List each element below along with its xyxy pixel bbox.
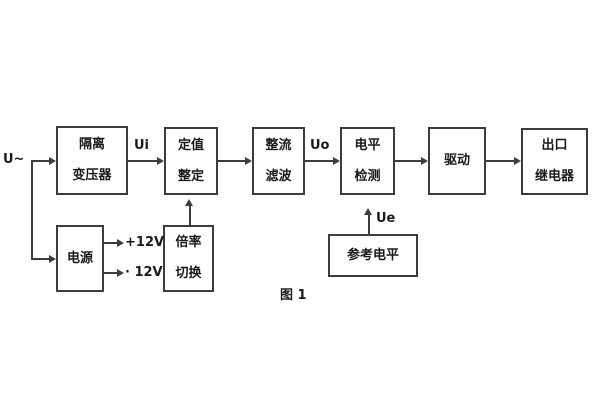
block-output-relay: 出口 继电器: [521, 128, 588, 195]
connector-reference-to-level: [368, 215, 370, 234]
block-setpoint-setting: 定值 整定: [164, 127, 218, 195]
block-label-line: 隔离: [78, 137, 105, 152]
block-label-line: 检测: [354, 168, 381, 184]
block-label-line: 滤波: [265, 168, 292, 184]
block-label-line: 变压器: [72, 168, 112, 183]
figure-caption: 图 1: [280, 288, 307, 303]
arrowhead-uo-icon: [333, 157, 340, 165]
arrowhead-relay-icon: [514, 157, 521, 165]
block-label-line: 电源: [66, 250, 93, 266]
block-label-line: 电平: [354, 137, 381, 153]
block-isolation-transformer: 隔离 变压器: [56, 126, 128, 195]
arrowhead-power-icon: [49, 255, 56, 263]
block-label-line: 整定: [177, 168, 204, 184]
connector-input: [31, 160, 50, 162]
block-power-supply: 电源: [56, 225, 104, 292]
connector-rectifier-to-level: [305, 160, 333, 162]
block-label-line: 驱动: [443, 153, 470, 168]
arrowhead-driver-icon: [421, 157, 428, 165]
connector-level-to-driver: [395, 160, 421, 162]
connector-driver-to-relay: [486, 160, 514, 162]
block-label-line: 倍率: [175, 235, 202, 250]
arrowhead-minus12v-icon: [117, 269, 124, 277]
block-label-line: 出口: [541, 138, 568, 153]
input-signal-label: U~: [3, 152, 25, 167]
connector-minus12v: [104, 272, 117, 274]
arrowhead-ui-icon: [157, 157, 164, 165]
block-rectifier-filter: 整流 滤波: [252, 127, 305, 195]
block-label-line: 继电器: [534, 169, 574, 184]
arrowhead-plus12v-icon: [117, 239, 124, 247]
signal-label-uo: Uo: [310, 138, 330, 153]
block-ratio-switch: 倍率 切换: [163, 225, 214, 292]
signal-label-ui: Ui: [134, 138, 150, 153]
arrowhead-ue-up-icon: [364, 208, 372, 215]
block-label-line: 定值: [177, 137, 204, 153]
connector-setpoint-to-rectifier: [218, 160, 245, 162]
block-level-detector: 电平 检测: [340, 127, 395, 195]
arrowhead-rectifier-icon: [245, 157, 252, 165]
connector-isolation-to-setpoint: [128, 160, 157, 162]
block-driver: 驱动: [428, 127, 486, 195]
block-label-line: 切换: [175, 266, 202, 281]
signal-label-ue: Ue: [376, 211, 396, 226]
connector-input-branch: [31, 160, 33, 260]
arrowhead-input-icon: [49, 157, 56, 165]
block-label-line: 整流: [265, 137, 292, 153]
block-label-line: 参考电平: [346, 247, 399, 263]
connector-ratio-to-setpoint: [189, 206, 191, 225]
rail-label-minus12v: · 12V: [125, 265, 163, 280]
connector-to-power-supply: [31, 258, 49, 260]
connector-plus12v: [104, 242, 117, 244]
block-reference-level: 参考电平: [328, 234, 418, 277]
rail-label-plus12v: +12V: [125, 235, 165, 250]
arrowhead-ratio-up-icon: [185, 199, 193, 206]
